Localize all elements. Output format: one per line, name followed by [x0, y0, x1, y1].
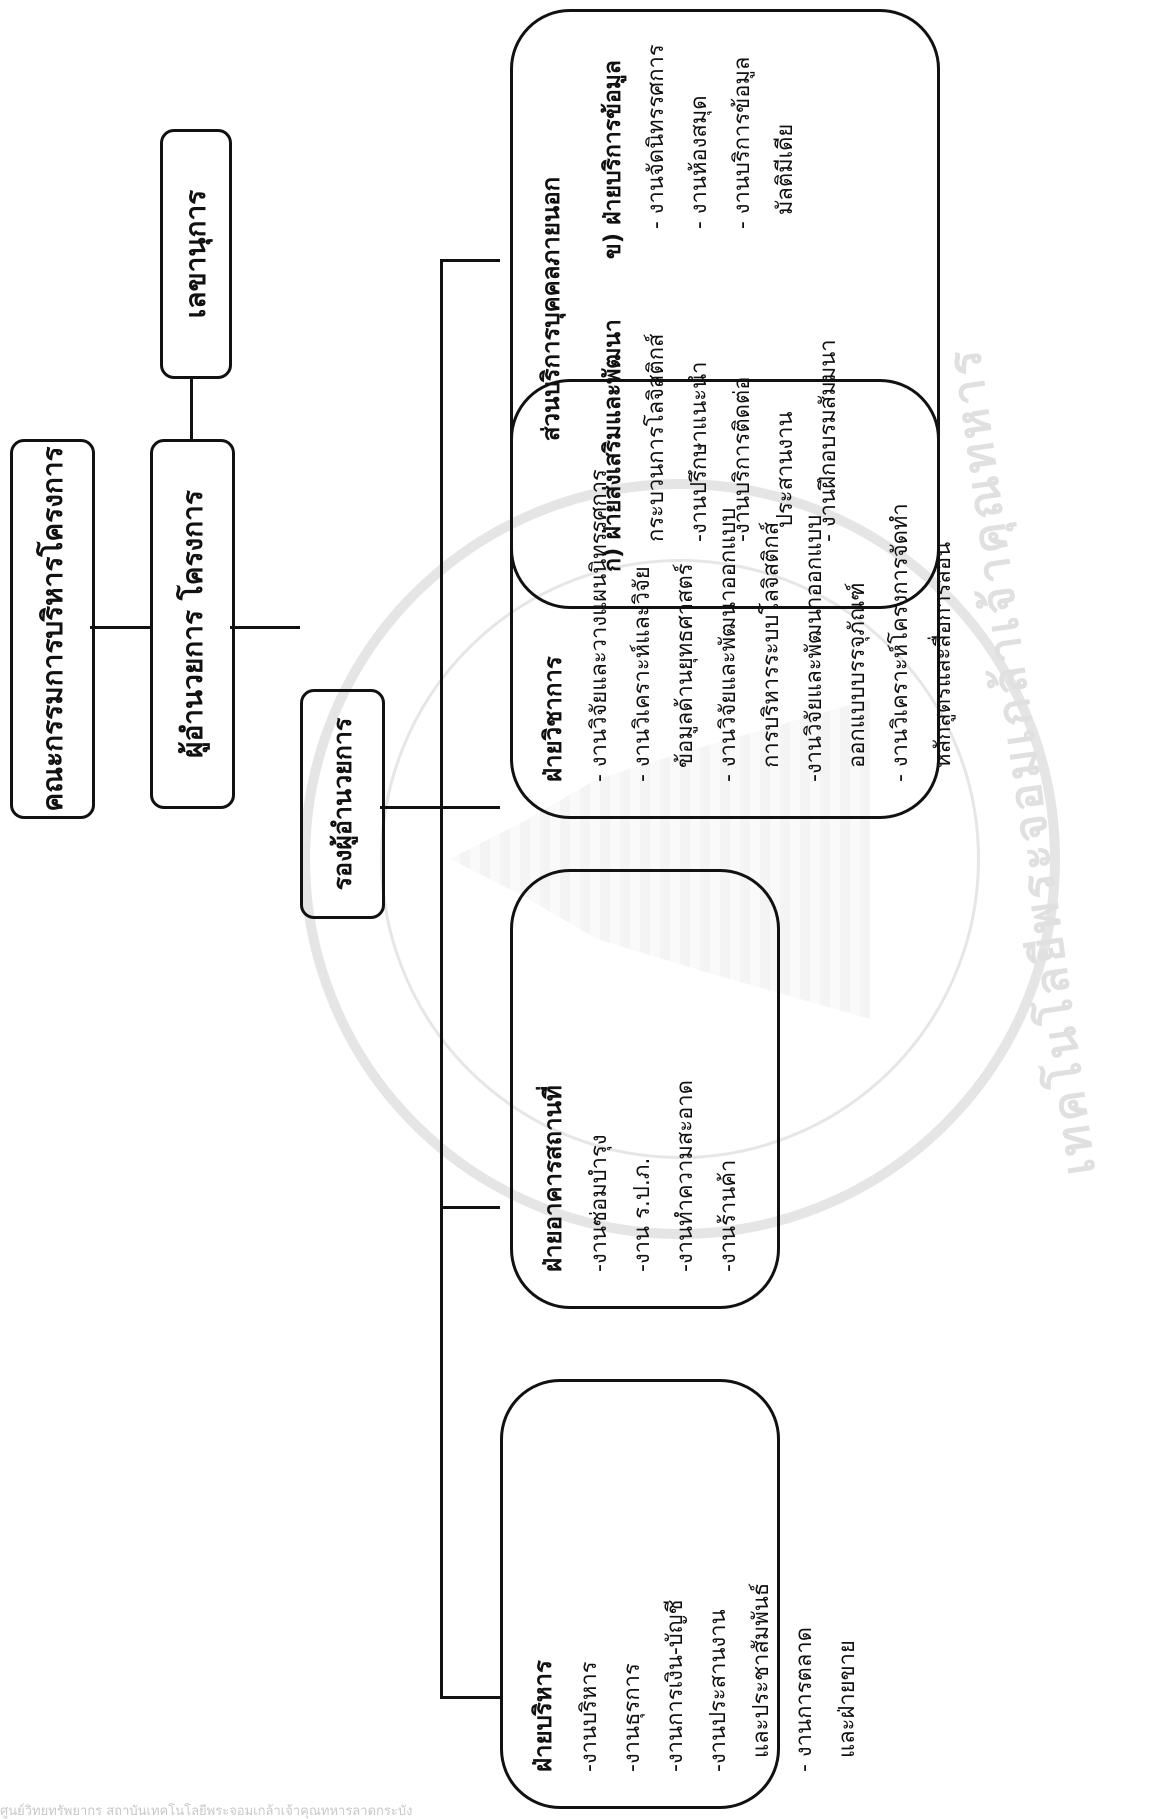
- connector-bus-admin: [440, 1696, 500, 1699]
- external-services-box: ส่วนบริการบุคคลภายนอก ก) ฝ่ายส่งเสริมและ…: [510, 9, 940, 609]
- admin-item: -งานการเงิน-บัญชี: [663, 1599, 688, 1772]
- facility-item: -งาน ร.ป.ภ.: [630, 1157, 655, 1272]
- admin-item: -งานธุรการ: [620, 1663, 645, 1772]
- connector-deputy-bus: [380, 806, 440, 809]
- secretary-box: เลขานุการ: [160, 129, 232, 379]
- connector-director-secretary: [190, 379, 193, 439]
- external-sub-b-item: มัลติมีเดีย: [773, 123, 798, 216]
- external-sub-a-item: -งานปรึกษาแนะนำ: [687, 361, 712, 542]
- admin-item: และฝ่ายขาย: [835, 1640, 860, 1758]
- external-sub-a-item: กระบวนการโลจิสติกส์: [644, 333, 669, 542]
- connector-bus: [440, 259, 443, 1699]
- connector-bus-external: [440, 259, 500, 262]
- connector-bus-facility: [440, 1206, 500, 1209]
- external-sub-a: ก) ฝ่ายส่งเสริมและพัฒนา กระบวนการโลจิสติ…: [592, 319, 850, 572]
- admin-dept-box: ฝ่ายบริหาร -งานบริหาร -งานธุรการ -งานการ…: [500, 1379, 860, 1809]
- facility-item: -งานทำความสะอาด: [673, 1080, 698, 1272]
- admin-item: และประชาสัมพันธ์: [749, 1582, 774, 1758]
- external-sub-b-item: - งานบริการข้อมูล: [730, 56, 755, 230]
- external-sub-b-title: ข) ฝ่ายบริการข้อมูล: [600, 60, 626, 260]
- facility-dept-box: ฝ่ายอาคารสถานที่ -งานซ่อมบำรุง -งาน ร.ป.…: [510, 869, 780, 1309]
- external-services-title: ส่วนบริการบุคคลภายนอก: [537, 176, 565, 442]
- deputy-box: รองผู้อำนวยการ: [300, 689, 385, 919]
- admin-dept-title: ฝ่ายบริหาร: [529, 1660, 557, 1772]
- facility-item: -งานร้านค้า: [716, 1159, 741, 1272]
- admin-item: - งานการตลาด: [792, 1627, 817, 1772]
- board-box: คณะกรรมการบริหารโครงการ: [10, 439, 95, 819]
- watermark-footer-text: ศูนย์วิทยทรัพยากร สถาบันเทคโนโลยีพระจอมเ…: [0, 1804, 413, 1819]
- external-sub-b: ข) ฝ่ายบริการข้อมูล - งานจัดนิทรรศการ - …: [592, 44, 850, 259]
- director-box: ผู้อำนวยการ โครงการ: [150, 439, 235, 809]
- external-sub-b-item: - งานห้องสมุด: [687, 95, 712, 230]
- external-sub-b-item: - งานจัดนิทรรศการ: [644, 44, 669, 230]
- facility-dept-title: ฝ่ายอาคารสถานที่: [539, 1085, 567, 1272]
- admin-item: -งานประสานงาน: [706, 1609, 731, 1772]
- external-sub-a-title: ก) ฝ่ายส่งเสริมและพัฒนา: [600, 319, 626, 572]
- facility-item: -งานซ่อมบำรุง: [587, 1134, 612, 1272]
- connector-root-director: [90, 626, 150, 629]
- connector-director-deputy: [230, 626, 300, 629]
- external-sub-a-item: - งานฝึกอบรมสัมมนา: [816, 339, 841, 542]
- admin-item: -งานบริหาร: [577, 1661, 602, 1772]
- external-sub-a-item: -งานบริการติดต่อ: [730, 376, 755, 542]
- external-sub-a-item: ประสานงาน: [773, 411, 798, 528]
- connector-bus-academic: [440, 806, 500, 809]
